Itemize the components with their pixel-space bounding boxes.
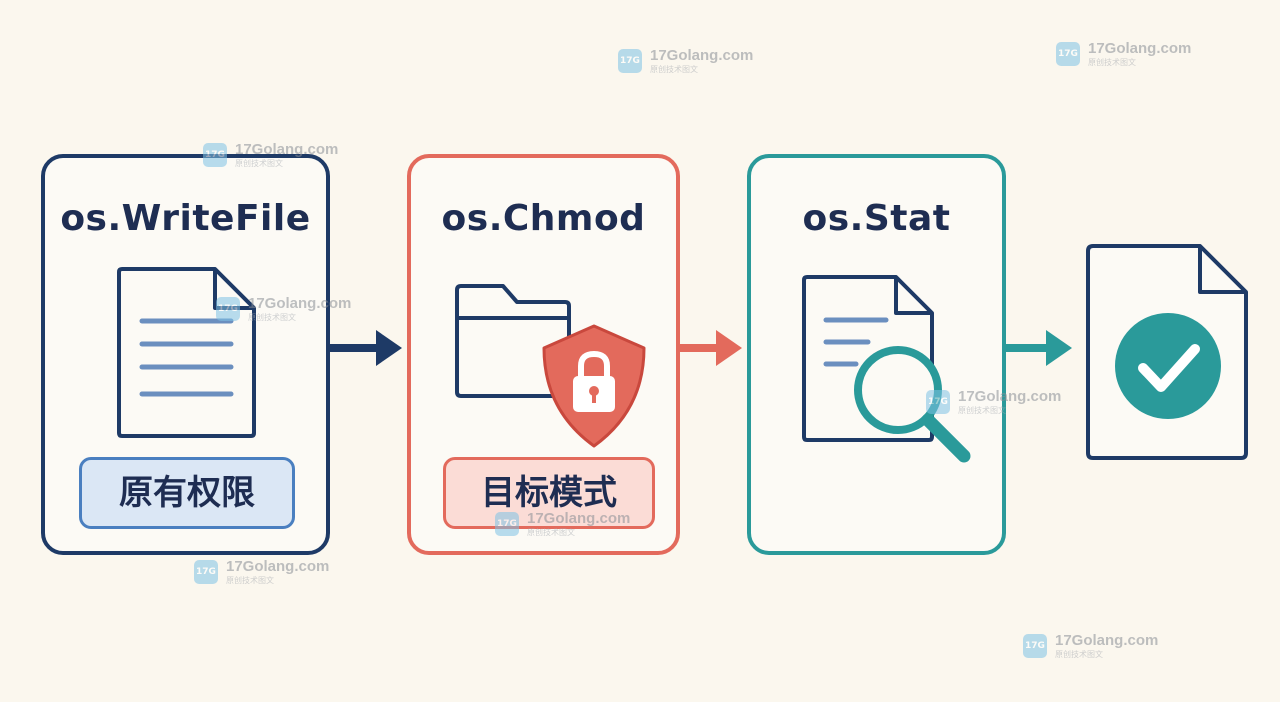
watermark-logo-icon: 17G <box>194 560 218 584</box>
document-icon <box>117 267 256 438</box>
watermark: 17G 17Golang.com 原创技术图文 <box>926 389 1061 416</box>
tag-target-mode: 目标模式 <box>443 457 655 529</box>
watermark: 17G 17Golang.com 原创技术图文 <box>1023 633 1158 660</box>
watermark: 17G 17Golang.com 原创技术图文 <box>203 142 338 169</box>
watermark-logo-icon: 17G <box>216 297 240 321</box>
watermark-site: 17Golang.com <box>248 295 352 312</box>
watermark-sub: 原创技术图文 <box>235 159 283 168</box>
watermark-site: 17Golang.com <box>958 388 1062 405</box>
watermark-logo-icon: 17G <box>1023 634 1047 658</box>
watermark-sub: 原创技术图文 <box>527 528 575 537</box>
watermark-site: 17Golang.com <box>650 47 754 64</box>
step-title-stat: os.Stat <box>802 198 951 239</box>
watermark-site: 17Golang.com <box>1055 632 1159 649</box>
document-search-icon <box>802 275 971 463</box>
arrow-right-icon <box>1006 330 1072 366</box>
watermark-sub: 原创技术图文 <box>1055 650 1103 659</box>
step-card-stat: os.Stat <box>747 154 1006 555</box>
watermark-site: 17Golang.com <box>226 558 330 575</box>
folder-lock-icon <box>455 284 646 448</box>
watermark-sub: 原创技术图文 <box>248 313 296 322</box>
step-card-chmod: os.Chmod 目标模式 <box>407 154 680 555</box>
watermark-logo-icon: 17G <box>618 49 642 73</box>
watermark-site: 17Golang.com <box>1088 40 1192 57</box>
step-card-writefile: os.WriteFile 原有权限 <box>41 154 330 555</box>
watermark-sub: 原创技术图文 <box>650 65 698 74</box>
watermark-logo-icon: 17G <box>495 512 519 536</box>
watermark: 17G 17Golang.com 原创技术图文 <box>495 511 630 538</box>
watermark-logo-icon: 17G <box>926 390 950 414</box>
watermark-sub: 原创技术图文 <box>958 406 1006 415</box>
arrow-right-icon <box>680 330 742 366</box>
watermark: 17G 17Golang.com 原创技术图文 <box>194 559 329 586</box>
watermark-sub: 原创技术图文 <box>1088 58 1136 67</box>
watermark-sub: 原创技术图文 <box>226 576 274 585</box>
watermark-logo-icon: 17G <box>1056 42 1080 66</box>
watermark: 17G 17Golang.com 原创技术图文 <box>216 296 351 323</box>
document-check-icon <box>1086 244 1248 460</box>
tag-original-permission: 原有权限 <box>79 457 295 529</box>
watermark-site: 17Golang.com <box>235 141 339 158</box>
watermark-site: 17Golang.com <box>527 510 631 527</box>
watermark: 17G 17Golang.com 原创技术图文 <box>618 48 753 75</box>
step-title-chmod: os.Chmod <box>441 198 646 239</box>
watermark: 17G 17Golang.com 原创技术图文 <box>1056 41 1191 68</box>
step-title-writefile: os.WriteFile <box>60 198 311 239</box>
arrow-right-icon <box>330 330 402 366</box>
watermark-logo-icon: 17G <box>203 143 227 167</box>
